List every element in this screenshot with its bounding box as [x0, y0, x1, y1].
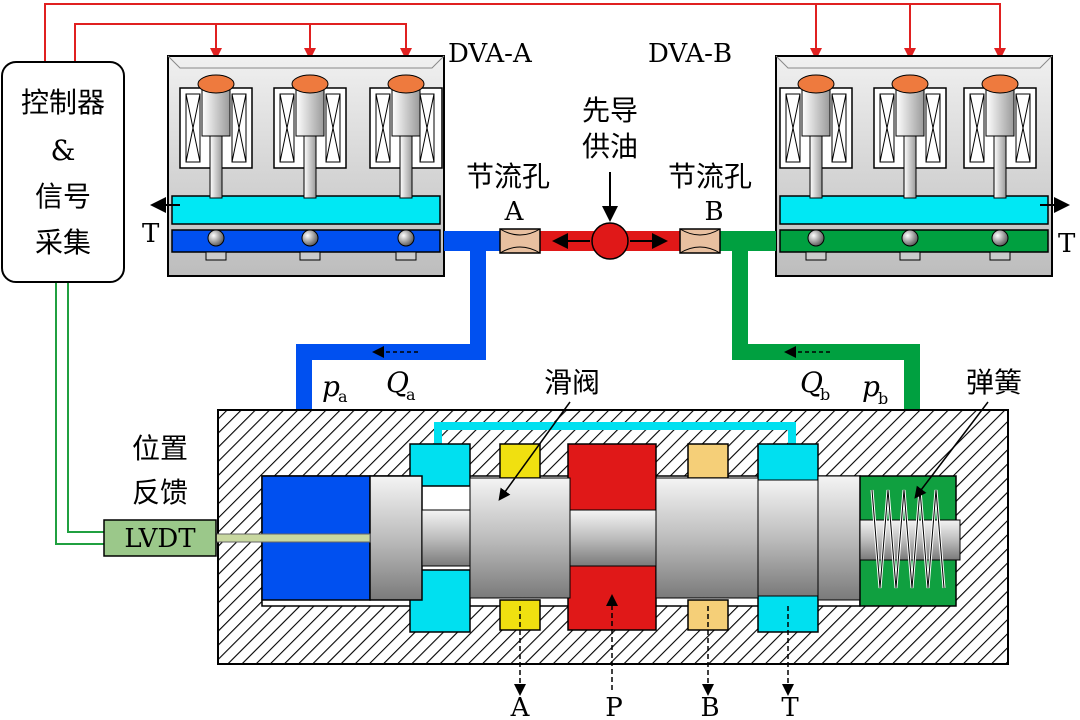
flow-a-label: Q	[386, 366, 409, 399]
spool	[369, 475, 861, 601]
feedback-label-2: 反馈	[132, 476, 188, 509]
pilot-supply-label-2: 供油	[582, 130, 638, 163]
controller-label-4: 采集	[35, 226, 91, 259]
flow-b-label: Q	[800, 366, 823, 399]
dva-b-label: DVA-B	[648, 39, 732, 69]
orifice-b-letter: B	[704, 197, 723, 227]
spool-label: 滑阀	[544, 366, 600, 399]
orifice-a-title: 节流孔	[466, 160, 550, 193]
signal-arrowheads	[210, 48, 1006, 60]
port-b-label: B	[700, 693, 719, 720]
port-p-label: P	[605, 693, 623, 720]
feedback-label-1: 位置	[132, 432, 188, 465]
port-a-label: A	[510, 693, 531, 720]
dva-b-solenoid-1	[779, 74, 853, 261]
orifice-a-letter: A	[504, 197, 525, 227]
tank-label-left: T	[142, 219, 160, 249]
dva-a-solenoid-2	[273, 74, 347, 261]
orifice-a	[499, 228, 541, 254]
flow-a-sub: a	[406, 385, 416, 404]
port-t-label: T	[781, 693, 799, 720]
port-a-chamber	[499, 443, 541, 479]
spring-label: 弹簧	[966, 366, 1022, 399]
tank-label-right: T	[1058, 229, 1076, 259]
pilot-supply-node	[591, 222, 629, 260]
control-signal-wires	[44, 3, 1001, 62]
orifice-b-title: 节流孔	[668, 160, 752, 193]
dva-b-solenoid-2	[873, 74, 947, 261]
dva-a-solenoid-1	[179, 74, 253, 261]
tank-return-channel	[434, 422, 796, 448]
lvdt-rod	[213, 533, 371, 543]
controller-box	[1, 61, 125, 283]
dva-b-valve-block	[775, 55, 1053, 277]
pressure-b-sub: b	[878, 389, 888, 408]
pressure-a-sub: a	[338, 387, 348, 406]
dva-b-solenoid-3	[963, 74, 1037, 261]
dva-a-valve-block	[167, 55, 445, 277]
dva-a-solenoid-3	[369, 74, 443, 261]
lvdt-label: LVDT	[124, 524, 196, 554]
pressure-b-label: p	[862, 370, 880, 403]
controller-label-1: 控制器	[21, 86, 105, 119]
pilot-supply-label-1: 先导	[582, 94, 638, 127]
feedback-wires	[55, 282, 104, 545]
controller-label-2: &	[51, 134, 76, 167]
port-b-chamber	[687, 443, 729, 479]
orifice-b	[679, 228, 721, 254]
flow-b-sub: b	[820, 385, 830, 404]
controller-label-3: 信号	[35, 180, 91, 213]
lvdt-box	[103, 519, 217, 557]
pressure-a-label: p	[322, 370, 340, 403]
dva-a-label: DVA-A	[448, 39, 533, 69]
